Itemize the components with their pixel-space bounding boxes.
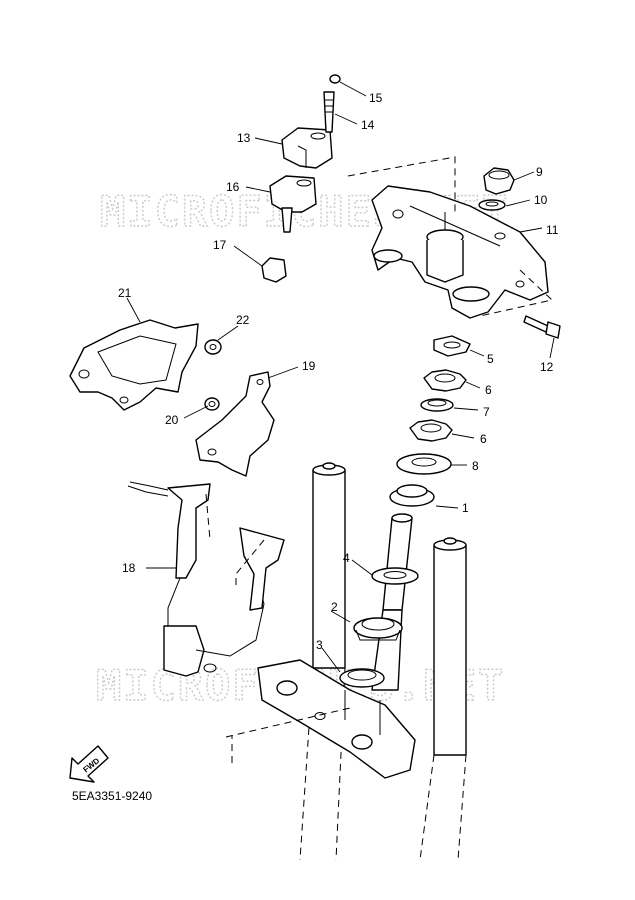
stem-nut-9 (483, 167, 515, 195)
callout-5: 5 (487, 352, 494, 366)
callout-13: 13 (237, 131, 251, 145)
ring-nut-6-upper (423, 369, 467, 392)
damper-20 (204, 397, 220, 411)
center-line-upper (347, 156, 456, 212)
damper-22 (204, 339, 222, 355)
upper-bracket (371, 185, 549, 319)
washer-5 (433, 335, 471, 357)
under-bracket (257, 659, 416, 779)
bolt-12 (523, 315, 561, 339)
center-line-fork (479, 269, 554, 317)
holder-lower-16 (269, 175, 317, 233)
callout-11: 11 (546, 223, 559, 237)
dust-seal-8 (396, 453, 452, 475)
callout-15: 15 (369, 91, 383, 105)
bracket-19 (195, 371, 275, 477)
diagram-code: 5EA3351-9240 (72, 789, 152, 803)
cap-15 (329, 74, 341, 84)
lock-washer-7 (420, 398, 454, 412)
callout-3: 3 (316, 638, 323, 652)
callout-12: 12 (540, 360, 554, 374)
bearing-2 (353, 617, 403, 641)
callout-6a: 6 (485, 383, 492, 397)
damper-17 (261, 257, 287, 283)
callout-1: 1 (462, 501, 469, 515)
callout-21: 21 (118, 286, 132, 300)
callout-19: 19 (302, 359, 316, 373)
fork-tube-right (419, 537, 467, 861)
center-line-lower (225, 707, 351, 763)
callout-6b: 6 (480, 432, 487, 446)
callout-20: 20 (165, 413, 179, 427)
callout-labels: 1 2 3 4 5 6 7 6 8 9 10 11 12 13 14 15 16… (118, 91, 559, 652)
callout-7: 7 (483, 405, 490, 419)
callout-8: 8 (472, 459, 479, 473)
callout-22: 22 (236, 313, 250, 327)
harness-bracket-18 (127, 481, 285, 677)
callout-16: 16 (226, 180, 240, 194)
washer-4 (371, 567, 419, 585)
callout-18: 18 (122, 561, 136, 575)
bolt-14 (323, 91, 335, 133)
callout-2: 2 (331, 600, 338, 614)
callout-4: 4 (343, 551, 350, 565)
bracket-21 (69, 319, 199, 411)
fork-tube-left (299, 462, 346, 861)
callout-14: 14 (361, 118, 375, 132)
holder-upper-13 (281, 127, 333, 169)
callout-17: 17 (213, 238, 227, 252)
washer-10 (478, 199, 506, 211)
callout-9: 9 (536, 165, 543, 179)
callout-10: 10 (534, 193, 548, 207)
bearing-race-3 (339, 668, 385, 688)
fwd-arrow-icon: FWD (69, 745, 109, 783)
ring-nut-6-lower (409, 419, 453, 442)
leader-lines (126, 81, 555, 673)
bearing-race-1 (389, 484, 435, 507)
